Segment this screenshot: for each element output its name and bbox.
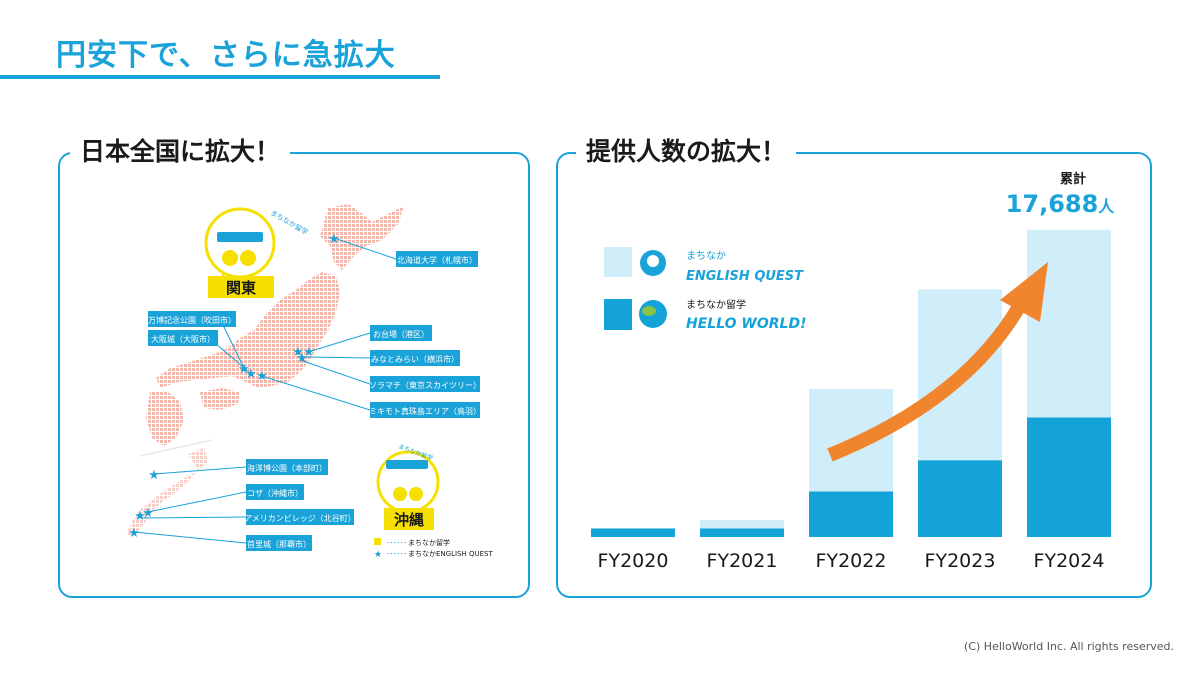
legend-swatch-hello-world <box>604 299 632 330</box>
mascot-face-icon <box>393 487 407 501</box>
honshu-landmass <box>156 272 340 388</box>
mascot-face-icon <box>409 487 423 501</box>
cumulative-label: 累計 <box>1060 171 1086 187</box>
x-tick-label: FY2023 <box>925 550 996 572</box>
mascot-face-icon <box>222 250 238 266</box>
kyushu-landmass <box>146 392 184 446</box>
slide-title: 円安下で、さらに急拡大 <box>56 38 396 73</box>
location-labels: 北海道大学（札幌市） 万博記念公園（吹田市） 大阪城（大阪市） お台場（港区） … <box>148 251 481 551</box>
location-label: ミキモト真珠島エリア（鳥羽） <box>369 406 481 416</box>
x-tick-label: FY2022 <box>816 550 887 572</box>
star-icon: ★ <box>303 345 315 360</box>
star-icon: ★ <box>134 509 146 524</box>
location-label: 万博記念公園（吹田市） <box>148 315 236 325</box>
bar-fy2021-series-1 <box>700 519 784 529</box>
location-label: ソラマチ（東京スカイツリー） <box>369 380 481 390</box>
bar-fy2022-series-0 <box>809 491 893 537</box>
star-icon: ★ <box>296 351 308 366</box>
legend-brand-top: まちなか留学 <box>686 298 746 311</box>
location-label: お台場（港区） <box>373 329 429 339</box>
okinawa-mascot-badge: まちなか留学 沖縄 <box>376 442 440 530</box>
star-icon: ★ <box>292 345 304 360</box>
location-label: 首里城（那覇市） <box>247 539 311 549</box>
star-icon: ★ <box>328 232 340 247</box>
location-markers: ★ ★ ★ ★ ★ ★ ★ ★ ★ ★ ★ <box>128 232 340 541</box>
x-tick-label: FY2021 <box>707 550 778 572</box>
map-panel-heading: 日本全国に拡大！ <box>70 132 291 172</box>
leader-lines <box>133 237 397 544</box>
x-tick-label: FY2024 <box>1034 550 1105 572</box>
star-icon: ★ <box>148 468 160 483</box>
copyright-notice: (C) HelloWorld Inc. All rights reserved. <box>964 640 1174 653</box>
legend-square-icon <box>374 538 381 545</box>
legend-star-icon: ★ <box>374 550 382 560</box>
bar-fy2023-series-0 <box>918 460 1002 537</box>
map-legend: ･･････ まちなか留学 ★ ･･････ まちなかENGLISH QUEST <box>374 538 493 560</box>
legend-label: まちなか留学 <box>408 538 450 547</box>
hokkaido-landmass <box>320 204 404 270</box>
shikoku-landmass <box>200 388 240 410</box>
kanto-badge: 関東 <box>226 279 256 297</box>
map-panel: 日本全国に拡大！ <box>58 132 530 598</box>
star-icon: ★ <box>245 367 257 382</box>
bar-fy2021-series-0 <box>700 528 784 537</box>
cumulative-number: 17,688 <box>1006 190 1099 218</box>
star-icon: ★ <box>256 369 268 384</box>
svg-text:･･････: ･･････ <box>386 550 407 558</box>
location-label: アメリカンビレッジ（北谷町） <box>244 514 356 523</box>
chart-legend: まちなか ENGLISH QUEST まちなか留学 HELLO WORLD! <box>604 247 806 332</box>
location-label: みなとみらい（横浜市） <box>371 354 459 364</box>
location-label: 海洋博公園（本部町） <box>247 463 327 473</box>
cumulative-unit: 人 <box>1098 197 1115 216</box>
okinawa-divider <box>139 439 213 457</box>
location-label: 北海道大学（札幌市） <box>397 255 477 265</box>
title-underline <box>0 75 440 79</box>
x-tick-label: FY2020 <box>598 550 669 572</box>
legend-swatch-english-quest <box>604 247 632 277</box>
chart-panel-heading: 提供人数の拡大！ <box>576 132 797 172</box>
trend-arrow <box>827 262 1048 462</box>
mascot-logo-icon <box>217 232 263 242</box>
legend-brand-main: ENGLISH QUEST <box>686 269 804 284</box>
location-label: コザ（沖縄市） <box>247 488 303 498</box>
cumulative-value: 17,688人 <box>1006 190 1116 218</box>
bar-fy2024-series-1 <box>1027 229 1111 418</box>
okinawa-landmass <box>126 448 208 536</box>
legend-label: まちなかENGLISH QUEST <box>408 550 493 558</box>
mascot-face-icon <box>240 250 256 266</box>
location-label: 大阪城（大阪市） <box>151 334 215 344</box>
bar-fy2024-series-0 <box>1027 417 1111 537</box>
x-tick-labels: FY2020 FY2021 FY2022 FY2023 FY2024 <box>598 550 1105 572</box>
legend-brand-main: HELLO WORLD! <box>686 316 806 332</box>
bar-fy2020-series-0 <box>591 528 675 537</box>
star-icon: ★ <box>238 362 250 377</box>
star-icon: ★ <box>142 506 154 521</box>
star-icon: ★ <box>128 526 140 541</box>
svg-text:･･････: ･･････ <box>386 539 407 547</box>
mascot-logo-icon <box>386 460 428 469</box>
chart-panel: 提供人数の拡大！ <box>556 132 1152 598</box>
okinawa-badge: 沖縄 <box>394 511 424 529</box>
legend-brand-top: まちなか <box>686 250 726 262</box>
